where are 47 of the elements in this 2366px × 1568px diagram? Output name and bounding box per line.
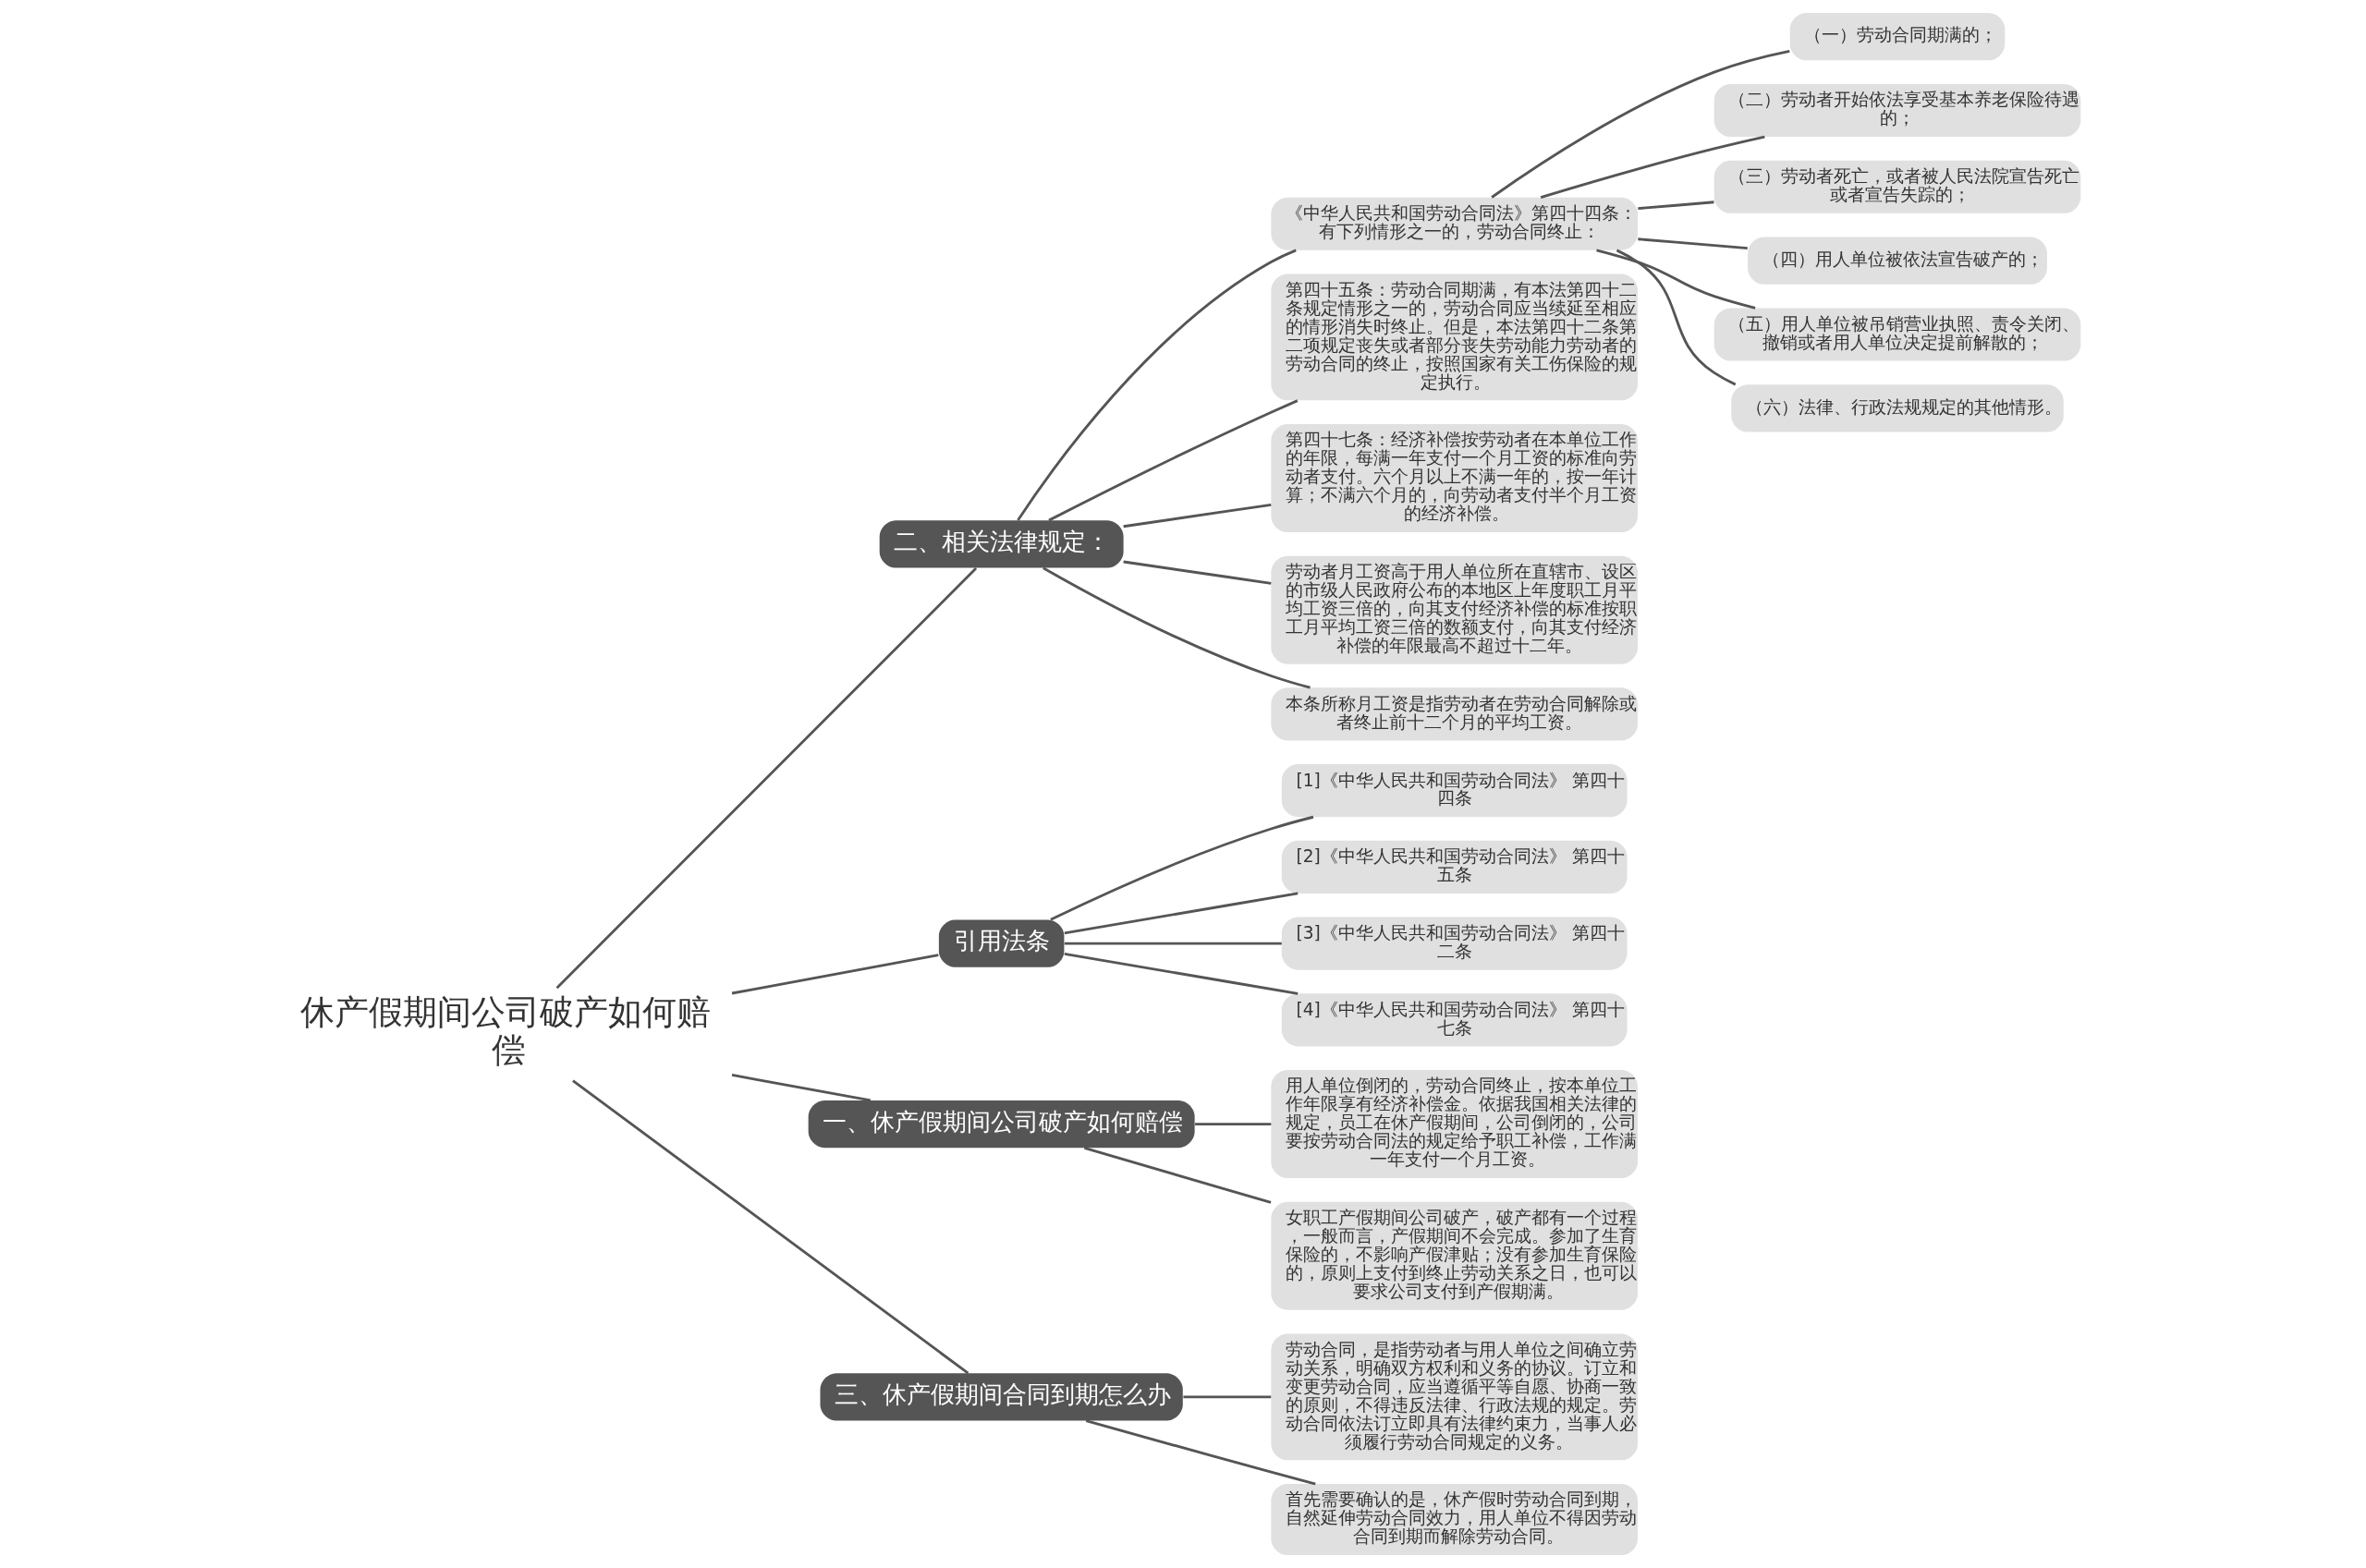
node-box: [1]《中华人民共和国劳动合同法》 第四十四条 xyxy=(1281,764,1628,818)
node-box: 第四十七条：经济补偿按劳动者在本单位工作的年限，每满一年支付一个月工资的标准向劳动者支付。六个月以上不满一年的，按一年计算；不满六个月的，向劳动者支付半个月工资的经济补偿。 xyxy=(1270,424,1638,532)
node-box: 劳动合同，是指劳动者与用人单位之间确立劳动关系，明确双方权利和义务的协议。订立和变更劳动合同，应当遵循平等自愿、协商一致的原则，不得违反法律、行政法规的规定。劳动合同依法订立即具有法律约束力，当事人必须履行劳动合同规定的义务。 xyxy=(1270,1333,1638,1461)
connector xyxy=(571,1079,969,1375)
node-box: 引用法条 xyxy=(938,919,1064,967)
node-box: 劳动者月工资高于用人单位所在直辖市、设区的市级人民政府公布的本地区上年度职工月平均工资三倍的，向其支付经济补偿的标准按职工月平均工资三倍的数额支付，向其支付经济补偿的年限最高不超过十二年。 xyxy=(1270,555,1638,664)
node-box: （六）法律、行政法规规定的其他情形。 xyxy=(1730,384,2064,432)
connector xyxy=(1064,892,1298,935)
node-box: （五）用人单位被吊销营业执照、责令关闭、撤销或者用人单位决定提前解散的； xyxy=(1714,308,2080,361)
node-text: 休产假期间公司破产如何赔偿 xyxy=(299,991,711,1071)
connector xyxy=(1616,249,1736,386)
node-box: 用人单位倒闭的，劳动合同终止，按本单位工作年限享有经济补偿金。依据我国相关法律的规定，员工在休产假期间，公司倒闭的，公司要按劳动合同法的规定给予职工补偿，工作满一年支付一个月工资。 xyxy=(1270,1070,1638,1179)
node-box: 首先需要确认的是，休产假时劳动合同到期，自然延伸劳动合同效力，用人单位不得因劳动合同到期而解除劳动合同。 xyxy=(1270,1484,1638,1556)
node-box: 《中华人民共和国劳动合同法》第四十四条：有下列情形之一的，劳动合同终止： xyxy=(1270,197,1638,250)
connector xyxy=(1637,201,1714,211)
node-box: 一、休产假期间公司破产如何赔偿 xyxy=(808,1100,1195,1149)
node-box: 二、相关法律规定： xyxy=(879,520,1124,568)
node-box: [2]《中华人民共和国劳动合同法》 第四十五条 xyxy=(1281,840,1628,893)
node-box: 第四十五条：劳动合同期满，有本法第四十二条规定情形之一的，劳动合同应当续延至相应的情形消失时终止。但是，本法第四十二条第二项规定丧失或者部分丧失劳动能力劳动者的劳动合同的终止，按照国家有关工伤保险的规定执行。 xyxy=(1270,273,1638,401)
connector xyxy=(1016,249,1297,521)
connector xyxy=(1194,1123,1271,1125)
connector xyxy=(1064,953,1298,995)
connector xyxy=(1540,135,1765,199)
connector xyxy=(1595,249,1755,310)
connector xyxy=(1042,566,1311,689)
connector xyxy=(1049,815,1313,921)
node-box: 本条所称月工资是指劳动者在劳动合同解除或者终止前十二个月的平均工资。 xyxy=(1270,687,1638,741)
connector xyxy=(1122,560,1271,585)
connector xyxy=(1083,1147,1271,1204)
connector xyxy=(1047,399,1298,522)
node-box: （三）劳动者死亡，或者被人民法院宣告死亡或者宣告失踪的； xyxy=(1714,160,2080,213)
connector xyxy=(1085,1419,1316,1486)
connector xyxy=(1637,237,1748,250)
node-box: [4]《中华人民共和国劳动合同法》 第四十七条 xyxy=(1281,993,1628,1047)
connector xyxy=(1064,942,1282,945)
connector xyxy=(731,954,939,995)
connector xyxy=(731,1074,871,1102)
connector xyxy=(1182,1395,1271,1399)
connector xyxy=(1490,50,1790,199)
node-box: （二）劳动者开始依法享受基本养老保险待遇的； xyxy=(1714,84,2080,138)
node-box: 女职工产假期间公司破产，破产都有一个过程，一般而言，产假期间不会完成。参加了生育保险的，不影响产假津贴；没有参加生育保险的，原则上支付到终止劳动关系之日，也可以要求公司支付到产假期满。 xyxy=(1270,1201,1638,1310)
connector xyxy=(555,567,977,990)
node-box: [3]《中华人民共和国劳动合同法》 第四十二条 xyxy=(1281,917,1628,970)
node-box: （四）用人单位被依法宣告破产的； xyxy=(1747,237,2047,285)
connector xyxy=(1122,503,1271,529)
node-box: （一）劳动合同期满的； xyxy=(1789,12,2005,61)
node-box: 三、休产假期间合同到期怎么办 xyxy=(819,1373,1183,1421)
